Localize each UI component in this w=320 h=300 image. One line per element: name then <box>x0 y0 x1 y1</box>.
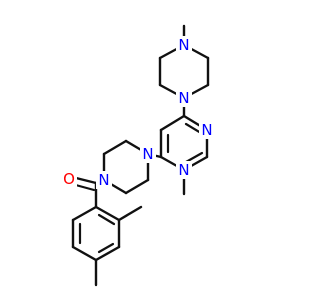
mask-n-piperazine-right <box>140 145 156 163</box>
double-bond-aryl-b <box>97 242 115 254</box>
bond-aryl-6 <box>94 205 121 222</box>
bond-aryl-4 <box>94 245 121 262</box>
mask-n-pyrimidine-right <box>199 121 215 139</box>
molecule-structure: N N N N N N O <box>61 24 215 287</box>
atom-label-n-pyrimidine-right: N <box>201 121 212 139</box>
bond-aryl-3 <box>71 245 98 262</box>
double-bond-pyrimidine-b <box>184 151 204 164</box>
mask-n-pyrimidine-bottom <box>176 161 192 179</box>
mask-o-carbonyl <box>61 170 77 188</box>
double-bond-aryl-c <box>97 213 116 226</box>
atom-label-o-carbonyl: O <box>63 170 75 188</box>
bond-piperazine-5 <box>124 178 150 195</box>
mask-n-methylpiperazine-top <box>176 36 192 54</box>
atom-label-n-piperazine-left: N <box>98 171 109 189</box>
atom-label-n-piperazine-right: N <box>142 145 153 163</box>
bond-aryl-1 <box>71 205 98 222</box>
atom-label-n-pyrimidine-bottom: N <box>178 161 189 179</box>
mask-n-methylpiperazine-bottom <box>176 89 192 107</box>
bond-aryl-methyl-ortho <box>117 205 143 222</box>
mask-n-piperazine-left <box>96 171 112 189</box>
atom-label-n-methylpiperazine-top: N <box>178 36 189 54</box>
bond-pyrimidine-6 <box>159 114 186 132</box>
atom-label-n-methylpiperazine-bottom: N <box>178 89 189 107</box>
bond-piperazine-2 <box>102 139 128 156</box>
double-bond-pyrimidine-a <box>184 122 203 135</box>
molecule-canvas: N N N N N N O <box>61 24 215 287</box>
